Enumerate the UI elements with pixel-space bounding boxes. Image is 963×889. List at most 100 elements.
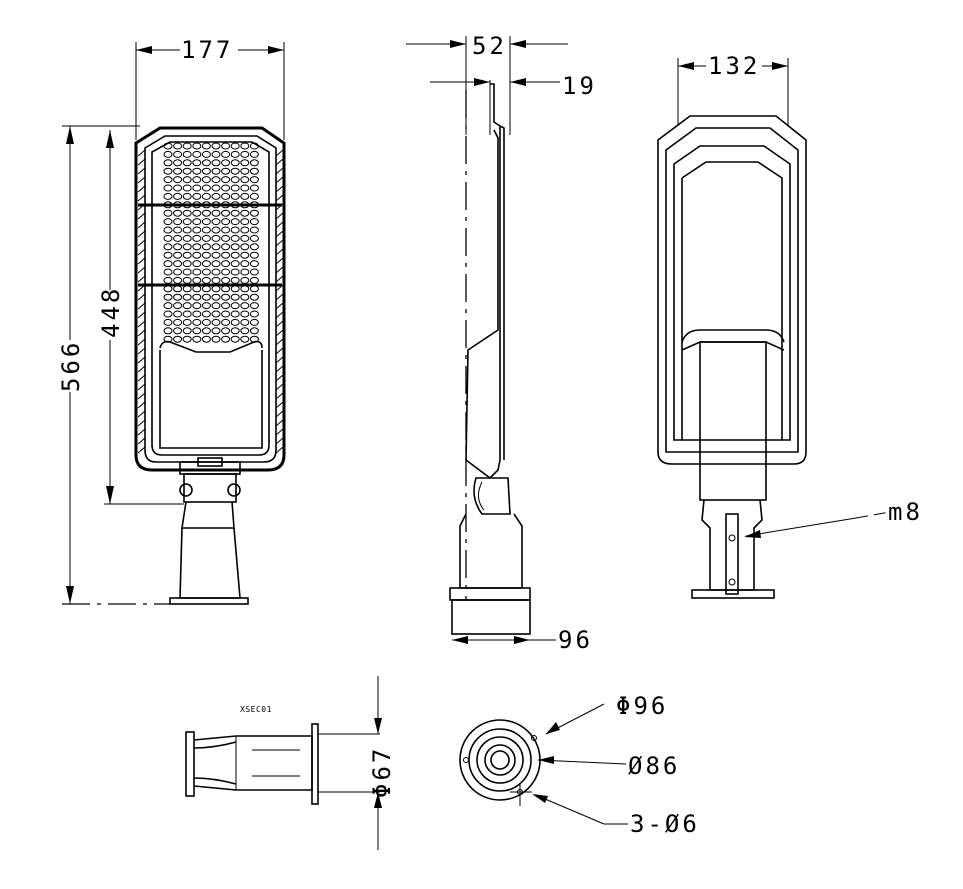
led-dot [249, 150, 259, 158]
hatch-line [137, 293, 146, 301]
pipe-dia-label: Φ67 [368, 746, 396, 798]
led-dot [221, 218, 231, 226]
led-dot [192, 310, 202, 318]
hatch-line [275, 167, 284, 175]
hatch-line [275, 347, 284, 355]
base-plate-view [459, 703, 628, 825]
led-dot [249, 285, 259, 293]
led-dot [240, 176, 250, 184]
led-dot [173, 159, 183, 167]
led-dot [240, 192, 250, 200]
led-dot [240, 201, 250, 209]
led-dot [163, 192, 173, 200]
led-dot [211, 142, 221, 150]
led-dot [211, 192, 221, 200]
hatch-line [275, 329, 284, 337]
led-dot [211, 318, 221, 326]
led-dot [249, 167, 259, 175]
led-dot [221, 142, 231, 150]
led-dot [192, 176, 202, 184]
led-dot [173, 184, 183, 192]
led-dot [230, 150, 240, 158]
led-dot [221, 276, 231, 284]
holes-label: 3-Ø6 [630, 810, 700, 838]
hatch-line [137, 149, 146, 157]
led-dot [201, 310, 211, 318]
led-dot [192, 184, 202, 192]
led-dot [211, 310, 221, 318]
led-dot [221, 318, 231, 326]
led-dot [201, 243, 211, 251]
led-dot [230, 276, 240, 284]
led-dot [230, 184, 240, 192]
led-dot [201, 293, 211, 301]
led-dot [192, 251, 202, 259]
led-dot [211, 159, 221, 167]
led-dot [211, 251, 221, 259]
hatch-line [137, 446, 146, 454]
led-dot [182, 142, 192, 150]
led-dot [240, 302, 250, 310]
led-dot [173, 243, 183, 251]
hatch-line [275, 221, 284, 229]
led-dot [221, 285, 231, 293]
hatch-line [137, 266, 146, 274]
hatch-line [137, 311, 146, 319]
hatch-line [275, 302, 284, 310]
led-dot [173, 209, 183, 217]
led-dot [182, 226, 192, 234]
led-dot [192, 218, 202, 226]
led-dot [173, 302, 183, 310]
led-dot [182, 176, 192, 184]
led-dot [192, 201, 202, 209]
led-dot [163, 159, 173, 167]
front-width-label: 177 [181, 36, 233, 64]
led-dot [230, 327, 240, 335]
hatch-line [275, 410, 284, 418]
hatch-line [137, 167, 146, 175]
led-dot [163, 218, 173, 226]
led-dot [182, 302, 192, 310]
led-dot [201, 251, 211, 259]
led-dot [221, 335, 231, 343]
led-dot [211, 176, 221, 184]
led-dot [230, 285, 240, 293]
led-dot [173, 234, 183, 242]
side-view [406, 36, 568, 644]
led-dot [230, 293, 240, 301]
hatch-line [275, 320, 284, 328]
led-dot [163, 150, 173, 158]
hatch-line [275, 356, 284, 364]
led-dot [249, 192, 259, 200]
hatch-line [275, 293, 284, 301]
led-dot [163, 285, 173, 293]
led-dot [201, 268, 211, 276]
hatch-line [137, 212, 146, 220]
hatch-line [275, 311, 284, 319]
back-view [657, 58, 891, 599]
led-dot [201, 184, 211, 192]
led-dot [249, 201, 259, 209]
led-dot [240, 318, 250, 326]
hatch-line [137, 194, 146, 202]
led-dot [173, 251, 183, 259]
hatch-line [137, 365, 146, 373]
led-dot [240, 218, 250, 226]
hatch-line [137, 275, 146, 283]
led-dot [240, 243, 250, 251]
section-tag: XSEC01 [240, 705, 272, 714]
led-dot [211, 218, 221, 226]
inner-dia-label: Ø86 [628, 752, 680, 780]
led-dot [201, 192, 211, 200]
hatch-line [137, 329, 146, 337]
led-dot [182, 318, 192, 326]
led-dot [221, 302, 231, 310]
led-dot [249, 268, 259, 276]
led-dot [182, 234, 192, 242]
led-dot [182, 201, 192, 209]
led-dot [201, 327, 211, 335]
hatch-line [275, 158, 284, 166]
hatch-line [275, 266, 284, 274]
led-dot [230, 209, 240, 217]
led-dot [182, 260, 192, 268]
